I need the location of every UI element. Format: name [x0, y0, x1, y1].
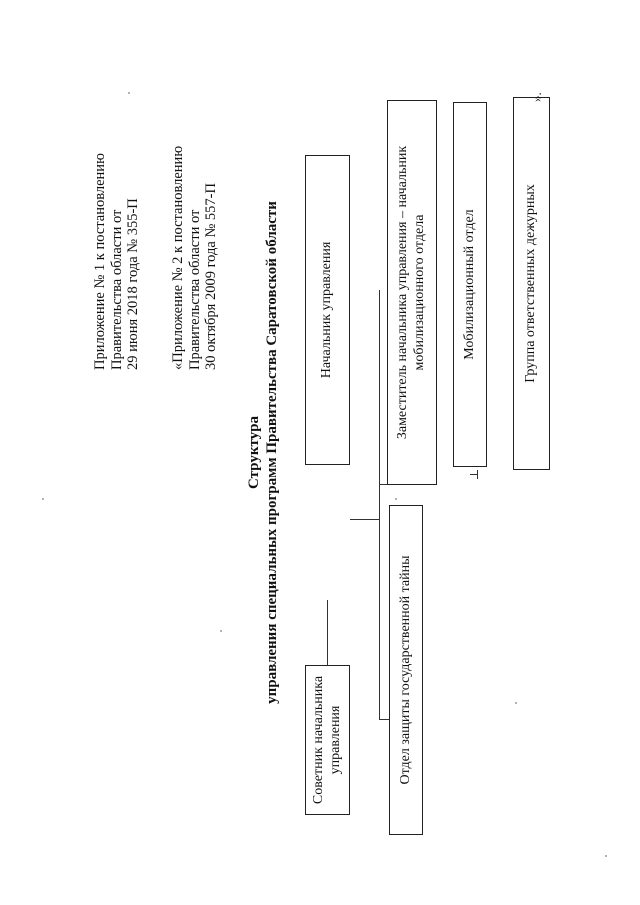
appendix-1-caption: Приложение № 1 к постановлению Правитель… [92, 153, 142, 370]
connector-advisor-head [327, 600, 329, 665]
box-duty-group: Группа ответственных дежурных [513, 97, 550, 470]
scan-speck [515, 702, 517, 704]
chart-subtitle: управления специальных программ Правител… [264, 201, 280, 704]
connector-head-down [350, 518, 380, 520]
box-mobilization-department: Мобилизационный отдел [453, 102, 487, 467]
appendix-2-caption: «Приложение № 2 к постановлению Правител… [170, 145, 220, 370]
box-head-of-department: Начальник управления [305, 155, 350, 465]
box-secrecy-department: Отдел защиты государственной тайны [389, 505, 423, 835]
box-advisor-label: Советник начальника управления [310, 675, 343, 805]
box-mobilization-label: Мобилизационный отдел [461, 209, 477, 360]
box-deputy-head: Заместитель начальника управления – нача… [387, 100, 437, 485]
connector-to-deputy [379, 483, 387, 485]
chart-title: Структура [246, 416, 262, 489]
connector-lower-bus [477, 470, 479, 479]
closing-quote-mark: ». [529, 92, 544, 102]
connector-horizontal-bus [379, 290, 381, 720]
box-deputy-label: Заместитель начальника управления – нача… [395, 145, 427, 440]
scan-speck [42, 498, 44, 500]
box-duty-label: Группа ответственных дежурных [523, 184, 539, 383]
box-head-label: Начальник управления [319, 241, 335, 379]
scan-speck [395, 498, 397, 500]
box-secrecy-label: Отдел защиты государственной тайны [397, 555, 413, 785]
scan-speck [605, 855, 607, 857]
connector-to-secrecy [379, 718, 389, 720]
scan-speck [128, 92, 130, 94]
box-advisor: Советник начальника управления [305, 665, 350, 815]
scan-speck [220, 630, 222, 632]
